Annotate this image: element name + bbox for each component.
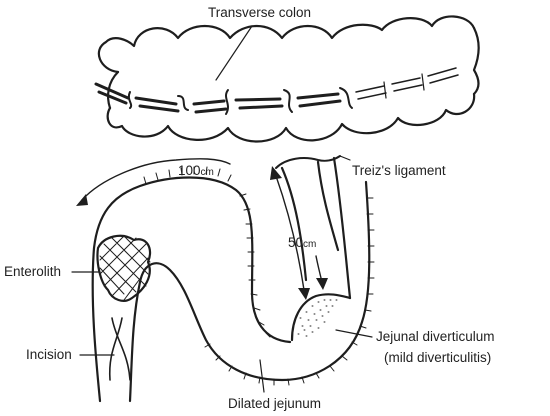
incision-label: Incision bbox=[26, 347, 72, 362]
treitz-loop bbox=[276, 156, 340, 168]
treitz-ligament-label: Treiz's ligament bbox=[352, 163, 446, 178]
distance-50-value: 50 bbox=[288, 235, 303, 250]
distance-100-value: 100 bbox=[178, 163, 201, 178]
leader-lines bbox=[72, 156, 372, 392]
colon-upper-outline bbox=[99, 16, 474, 72]
distance-100-unit: cm bbox=[201, 167, 214, 178]
incision-mark bbox=[110, 318, 130, 380]
jejunal-diverticulum-label: Jejunal diverticulum bbox=[376, 329, 495, 344]
transverse-colon-label: Transverse colon bbox=[208, 5, 311, 20]
arrowhead-left-icon bbox=[76, 194, 88, 206]
distance-100-label: 100cm bbox=[178, 163, 214, 178]
treitz-leader bbox=[340, 156, 350, 160]
distance-50cm-pointer bbox=[316, 256, 328, 290]
colon-taenia bbox=[96, 68, 458, 114]
dilated-jejunum-label: Dilated jejunum bbox=[228, 396, 321, 411]
distance-50-label: 50cm bbox=[288, 235, 316, 250]
jejunum bbox=[93, 156, 374, 401]
enterolith-label: Enterolith bbox=[4, 264, 61, 279]
arrowhead-down-small-icon bbox=[316, 278, 328, 290]
distance-50-unit: cm bbox=[303, 239, 316, 250]
distance-50cm-arrow bbox=[270, 166, 310, 300]
transverse-colon bbox=[96, 16, 479, 141]
arrowhead-down-icon bbox=[298, 288, 310, 300]
dilated-jejunum-leader bbox=[260, 360, 264, 392]
diverticulitis-note-label: (mild diverticulitis) bbox=[384, 350, 491, 365]
colon-right-end bbox=[474, 28, 479, 94]
jejunal-diverticulum-shape bbox=[292, 294, 350, 340]
enterolith-shape bbox=[97, 236, 150, 301]
diverticulum-leader bbox=[336, 330, 372, 337]
